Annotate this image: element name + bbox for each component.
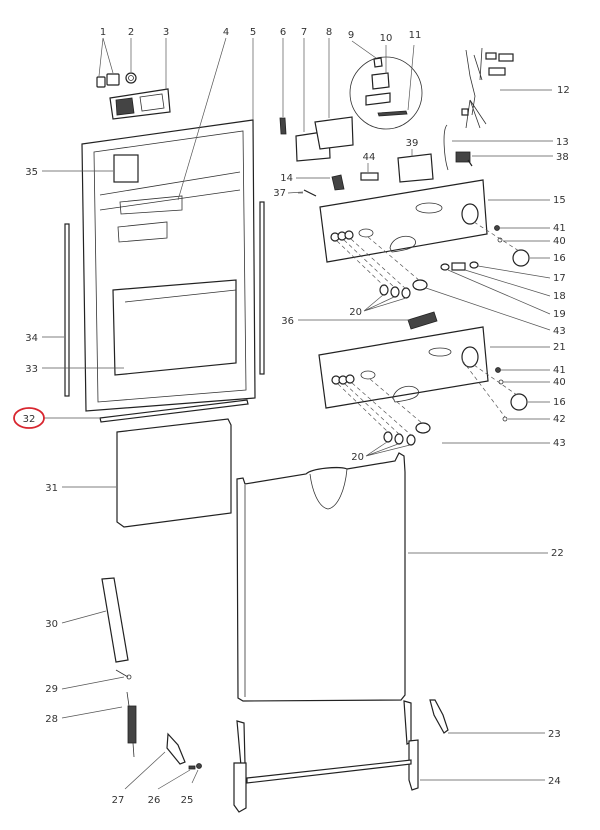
label-35[interactable]: 35 [25,167,38,178]
part-25-nut[interactable] [196,763,202,769]
part-22-outer-door[interactable] [236,452,406,702]
label-41-lower[interactable]: 41 [553,365,566,376]
part-18-display[interactable] [451,262,466,271]
part-15-control-panel[interactable] [319,179,488,263]
label-11[interactable]: 11 [409,30,422,41]
label-16-upper[interactable]: 16 [553,253,566,264]
label-14[interactable]: 14 [280,173,293,184]
label-32[interactable]: 32 [23,414,36,425]
part-41-screw-upper[interactable] [494,225,500,231]
part-34-side-gasket-left[interactable] [64,223,70,397]
part-16-knob-lower[interactable] [510,393,528,411]
label-38[interactable]: 38 [556,152,569,163]
label-23[interactable]: 23 [548,729,561,740]
label-2[interactable]: 2 [128,27,134,38]
label-29[interactable]: 29 [45,684,58,695]
part-13-cable[interactable] [443,124,449,171]
part-20-buttons-upper[interactable] [379,284,411,299]
label-3[interactable]: 3 [163,27,169,38]
label-36[interactable]: 36 [281,316,294,327]
label-5[interactable]: 5 [250,27,256,38]
label-8[interactable]: 8 [326,27,332,38]
label-34[interactable]: 34 [25,333,38,344]
label-42[interactable]: 42 [553,414,566,425]
part-39-board[interactable] [397,153,434,183]
part-32-bottom-gasket[interactable] [99,399,249,423]
label-7[interactable]: 7 [301,27,307,38]
part-35-label-plate[interactable] [113,154,139,183]
part-21-control-panel[interactable] [318,326,489,409]
label-43-lower[interactable]: 43 [553,438,566,449]
label-24[interactable]: 24 [548,776,561,787]
label-26[interactable]: 26 [148,795,161,806]
label-33[interactable]: 33 [25,364,38,375]
label-9[interactable]: 9 [348,30,354,41]
label-20-upper[interactable]: 20 [349,307,362,318]
part-40-washer-lower[interactable] [498,379,504,385]
part-6-cable[interactable] [279,117,287,135]
part-40-washer-upper[interactable] [497,237,503,243]
part-37-pin[interactable] [303,189,317,197]
label-37[interactable]: 37 [273,188,286,199]
part-38-thermostat[interactable] [455,151,473,167]
part-44-switch[interactable] [360,172,379,181]
label-18[interactable]: 18 [553,291,566,302]
label-12[interactable]: 12 [557,85,570,96]
label-6[interactable]: 6 [280,27,286,38]
part-19-lens[interactable] [440,263,450,271]
label-20-lower[interactable]: 20 [351,452,364,463]
part-16-knob-upper[interactable] [512,249,530,267]
label-25[interactable]: 25 [181,795,194,806]
part-7-8-electronic-boards[interactable] [295,116,354,162]
label-1[interactable]: 1 [100,27,106,38]
label-30[interactable]: 30 [45,619,58,630]
leader-lines [42,37,553,790]
label-44[interactable]: 44 [363,152,376,163]
part-29-hook[interactable] [115,669,129,678]
label-27[interactable]: 27 [112,795,125,806]
highlight-circle-part-32 [13,407,45,429]
label-15[interactable]: 15 [553,195,566,206]
part-3-door-lock[interactable] [109,88,171,120]
part-12-wiring-harness[interactable] [461,47,514,129]
part-43-button-lower[interactable] [415,422,431,434]
label-21[interactable]: 21 [553,342,566,353]
label-40-upper[interactable]: 40 [553,236,566,247]
part-24-hinge-bracket[interactable] [233,700,419,813]
label-43-upper[interactable]: 43 [553,326,566,337]
part-42-led[interactable] [502,416,508,422]
part-14-connector[interactable] [331,174,345,191]
label-19[interactable]: 19 [553,309,566,320]
part-5-inner-door[interactable] [81,119,256,412]
part-43-button-upper[interactable] [412,279,428,291]
part-17-lens[interactable] [469,261,479,269]
label-40-lower[interactable]: 40 [553,377,566,388]
part-23-hinge-lever[interactable] [429,699,449,734]
label-31[interactable]: 31 [45,483,58,494]
part-1-seals[interactable] [96,73,120,88]
part-34-side-gasket-right[interactable] [259,201,265,375]
label-16-lower[interactable]: 16 [553,397,566,408]
part-33-inner-panel[interactable] [112,279,237,376]
part-31-insulation[interactable] [116,418,232,528]
label-39[interactable]: 39 [406,138,419,149]
part-30-hose[interactable] [101,577,129,663]
label-10[interactable]: 10 [380,33,393,44]
part-28-spring[interactable] [126,691,137,758]
part-41-screw-lower[interactable] [495,367,501,373]
label-28[interactable]: 28 [45,714,58,725]
part-27-hinge-lever[interactable] [166,732,186,765]
part-26-screw[interactable] [188,765,196,770]
label-4[interactable]: 4 [223,27,229,38]
label-22[interactable]: 22 [551,548,564,559]
part-36-contact-strip[interactable] [407,311,438,330]
label-41-upper[interactable]: 41 [553,223,566,234]
label-17[interactable]: 17 [553,273,566,284]
label-13[interactable]: 13 [556,137,569,148]
part-20-buttons-lower[interactable] [383,431,416,446]
part-number-labels: 1 2 3 4 5 6 7 8 9 10 11 12 13 14 15 16 1… [23,27,570,806]
part-2-knob-seal[interactable] [125,72,137,84]
